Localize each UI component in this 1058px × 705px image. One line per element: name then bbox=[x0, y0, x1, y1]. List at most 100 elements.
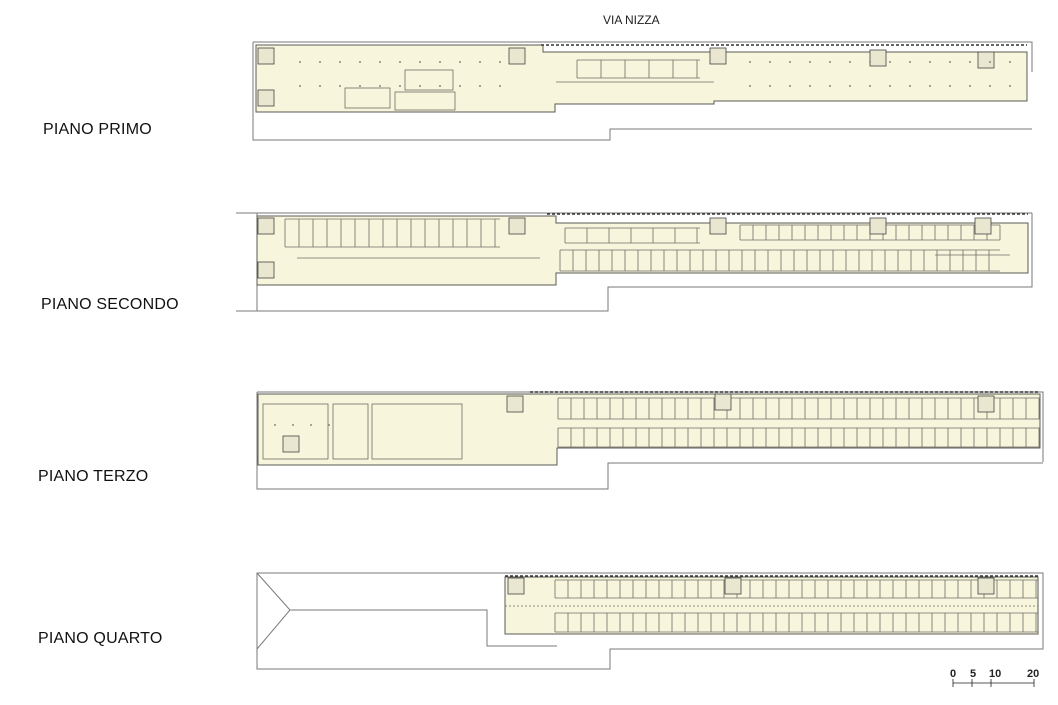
site-outline-quarto bbox=[256, 572, 1044, 670]
column-dot bbox=[419, 61, 421, 63]
floor-area-quarto bbox=[504, 576, 1039, 635]
floor-label-quarto: PIANO QUARTO bbox=[38, 630, 163, 647]
site-outline-terzo bbox=[256, 391, 1044, 490]
stair-core bbox=[257, 89, 275, 107]
column-dot bbox=[292, 424, 294, 426]
stair-core bbox=[709, 217, 727, 235]
site-outlines bbox=[236, 41, 1044, 670]
column-dot bbox=[1009, 61, 1011, 63]
exterior-walls bbox=[505, 44, 1040, 577]
stair-core bbox=[709, 47, 727, 65]
column-dot bbox=[274, 424, 276, 426]
floor-label-primo: PIANO PRIMO bbox=[43, 121, 152, 138]
column-dot bbox=[809, 85, 811, 87]
scale-tick-0: 0 bbox=[950, 668, 957, 680]
column-dot bbox=[319, 61, 321, 63]
scale-tick-5: 5 bbox=[970, 668, 977, 680]
column-dot bbox=[989, 85, 991, 87]
column-dot bbox=[749, 61, 751, 63]
column-dot bbox=[769, 85, 771, 87]
stair-core bbox=[257, 217, 275, 235]
floor-area-secondo bbox=[256, 215, 1029, 286]
column-dot bbox=[319, 85, 321, 87]
scale-tick-20: 20 bbox=[1027, 668, 1040, 680]
column-dot bbox=[849, 85, 851, 87]
column-dot bbox=[969, 61, 971, 63]
partition-primo bbox=[394, 91, 456, 111]
column-dot bbox=[909, 85, 911, 87]
column-dot bbox=[929, 61, 931, 63]
column-dot bbox=[479, 85, 481, 87]
column-dot bbox=[969, 85, 971, 87]
column-dot bbox=[789, 61, 791, 63]
column-dot bbox=[459, 85, 461, 87]
column-dot bbox=[829, 85, 831, 87]
stair-core bbox=[714, 393, 732, 411]
column-dot bbox=[909, 61, 911, 63]
stair-core bbox=[508, 217, 526, 235]
column-dot bbox=[829, 61, 831, 63]
column-dot bbox=[339, 61, 341, 63]
roof-lines-quarto bbox=[256, 572, 557, 650]
stair-core bbox=[869, 49, 887, 67]
floor-label-secondo: PIANO SECONDO bbox=[41, 296, 179, 313]
column-dot bbox=[929, 85, 931, 87]
stair-cores bbox=[257, 47, 995, 595]
column-dot bbox=[379, 85, 381, 87]
interior-walls bbox=[261, 55, 1040, 633]
scale-tick-10: 10 bbox=[989, 668, 1002, 680]
partition-primo bbox=[404, 69, 454, 91]
stair-core bbox=[724, 577, 742, 595]
column-dot bbox=[889, 61, 891, 63]
street-label-via-nizza: VIA NIZZA bbox=[603, 13, 660, 27]
column-dot bbox=[359, 85, 361, 87]
floor-label-terzo: PIANO TERZO bbox=[38, 468, 149, 485]
column-dot bbox=[1009, 85, 1011, 87]
partition-terzo bbox=[371, 403, 463, 460]
column-dot bbox=[299, 85, 301, 87]
stair-core bbox=[977, 395, 995, 413]
column-dot bbox=[399, 85, 401, 87]
floor-areas bbox=[255, 44, 1041, 635]
column-dot bbox=[328, 424, 330, 426]
stair-core bbox=[974, 217, 992, 235]
column-dot bbox=[299, 61, 301, 63]
column-dot bbox=[439, 61, 441, 63]
column-dot bbox=[869, 61, 871, 63]
column-dot bbox=[749, 85, 751, 87]
column-dot bbox=[479, 61, 481, 63]
column-dot bbox=[869, 85, 871, 87]
stair-core bbox=[506, 395, 524, 413]
column-dot bbox=[949, 61, 951, 63]
column-dot bbox=[419, 85, 421, 87]
stair-core bbox=[977, 51, 995, 69]
stair-core bbox=[508, 47, 526, 65]
column-dot bbox=[849, 61, 851, 63]
column-dot bbox=[769, 61, 771, 63]
column-dot bbox=[439, 85, 441, 87]
column-dot bbox=[949, 85, 951, 87]
column-dot bbox=[359, 61, 361, 63]
column-dot bbox=[339, 85, 341, 87]
stair-core bbox=[869, 217, 887, 235]
column-dot bbox=[499, 85, 501, 87]
floor-area-primo bbox=[255, 44, 1028, 113]
stair-core bbox=[977, 577, 995, 595]
stair-core bbox=[257, 261, 275, 279]
stair-core bbox=[507, 577, 525, 595]
partition-terzo bbox=[262, 403, 329, 460]
partition-terzo bbox=[332, 403, 369, 460]
column-dot bbox=[809, 61, 811, 63]
column-dot bbox=[379, 61, 381, 63]
site-outline-primo bbox=[252, 41, 1033, 141]
column-dot bbox=[399, 61, 401, 63]
stair-core bbox=[282, 435, 300, 453]
column-dot bbox=[499, 61, 501, 63]
column-dot bbox=[459, 61, 461, 63]
column-dot bbox=[989, 61, 991, 63]
scale-bar bbox=[952, 679, 1035, 687]
column-dot bbox=[889, 85, 891, 87]
partition-primo bbox=[344, 87, 391, 109]
column-dot bbox=[310, 424, 312, 426]
